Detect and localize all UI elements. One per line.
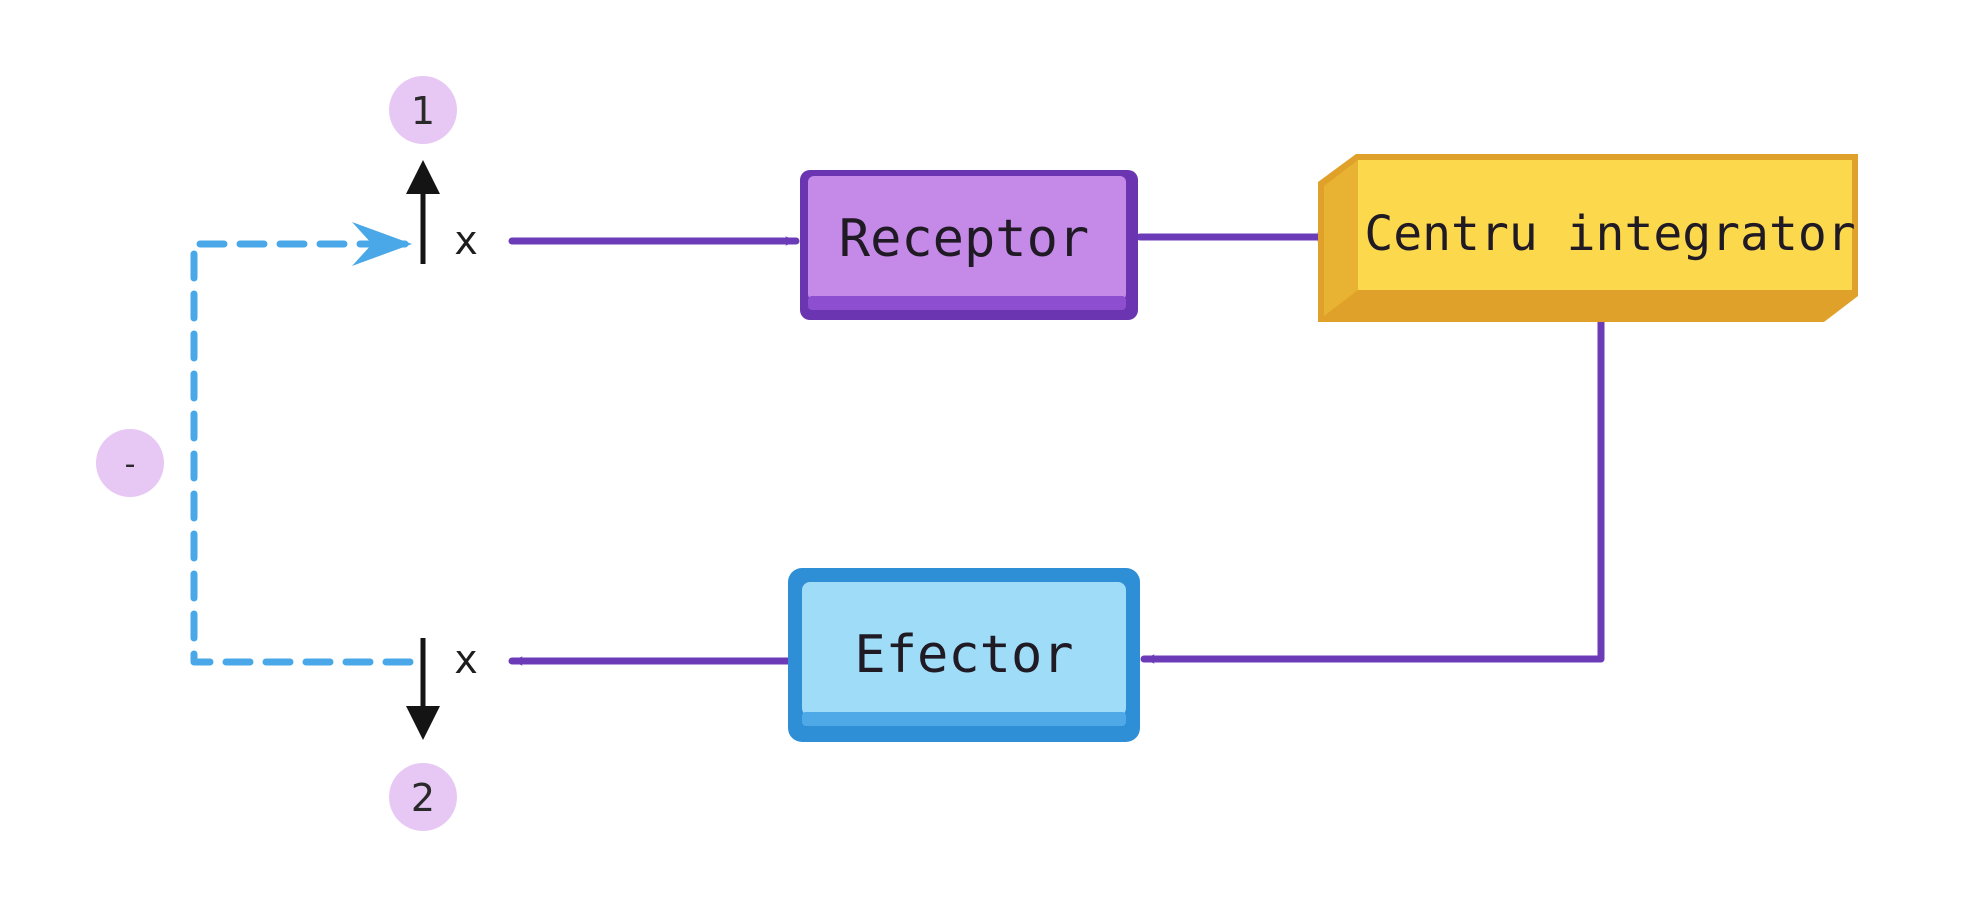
feedback-sign-badge: - xyxy=(96,429,164,497)
efector-box: Efector xyxy=(788,568,1140,742)
decrease-badge-text: 2 xyxy=(411,776,435,820)
receptor-label: Receptor xyxy=(839,209,1089,269)
variable-x-bottom: x xyxy=(454,637,478,683)
decrease-arrow xyxy=(406,638,440,740)
negative-feedback-loop xyxy=(190,240,414,666)
feedback-sign-text: - xyxy=(125,447,136,482)
feedback-arrowhead xyxy=(352,222,412,266)
efector-label: Efector xyxy=(854,625,1073,685)
centru-integrator-box: Centru integrator xyxy=(1318,154,1858,322)
centru-integrator-label: Centru integrator xyxy=(1364,206,1855,262)
increase-arrow xyxy=(406,160,440,264)
decrease-badge: 2 xyxy=(389,763,457,831)
receptor-box: Receptor xyxy=(800,170,1138,320)
variable-x-top: x xyxy=(454,218,478,264)
increase-badge: 1 xyxy=(389,76,457,144)
increase-badge-text: 1 xyxy=(411,89,435,133)
connector-centru-to-efector xyxy=(1140,316,1605,664)
